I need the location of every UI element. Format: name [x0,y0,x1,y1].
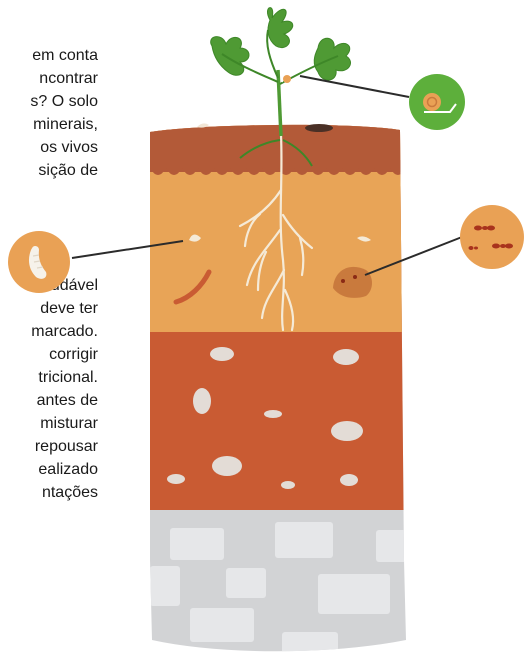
soil-column [150,124,406,652]
small-grub-icon [189,234,201,242]
text-line: marcado. [31,323,98,340]
callout-line-snail [299,75,410,98]
text-line: ncontrar [39,70,98,87]
topsoil-scallop [150,160,406,175]
callout-circle [460,205,524,269]
text-line: os vivos [40,139,98,156]
text-line: corrigir [49,346,98,363]
text-line: deve ter [40,300,98,317]
text-line: repousar [34,438,98,455]
surface-pebble [305,124,333,132]
ants-icon [468,225,513,250]
text-line: ealizado [38,461,98,478]
text-line: sição de [38,162,98,179]
earthworm-icon [173,269,212,305]
text-line: s? O solo [30,93,98,110]
snail-icon [423,93,457,113]
text-line: misturar [40,415,98,432]
text-line: antes de [36,392,98,409]
text-line: tricional. [38,369,98,386]
text-line: em conta [32,47,98,64]
grub-larva-icon [28,246,47,279]
clay-pebbles [167,347,363,489]
ants-nest [333,266,372,298]
text-line: ntações [41,484,98,501]
small-grub-icon [357,236,371,242]
snail-on-plant [280,75,291,83]
root-system-icon [238,133,314,332]
grub-callout [8,231,70,293]
callout-line-ants [364,236,463,276]
bedrock-stones [150,522,406,652]
text-line: minerais, [33,116,98,133]
seedling-plant-icon [210,7,351,167]
callout-line-grub [71,240,184,259]
surface-shell [197,123,209,128]
ants-callout [460,205,524,269]
snail-callout [409,74,465,130]
